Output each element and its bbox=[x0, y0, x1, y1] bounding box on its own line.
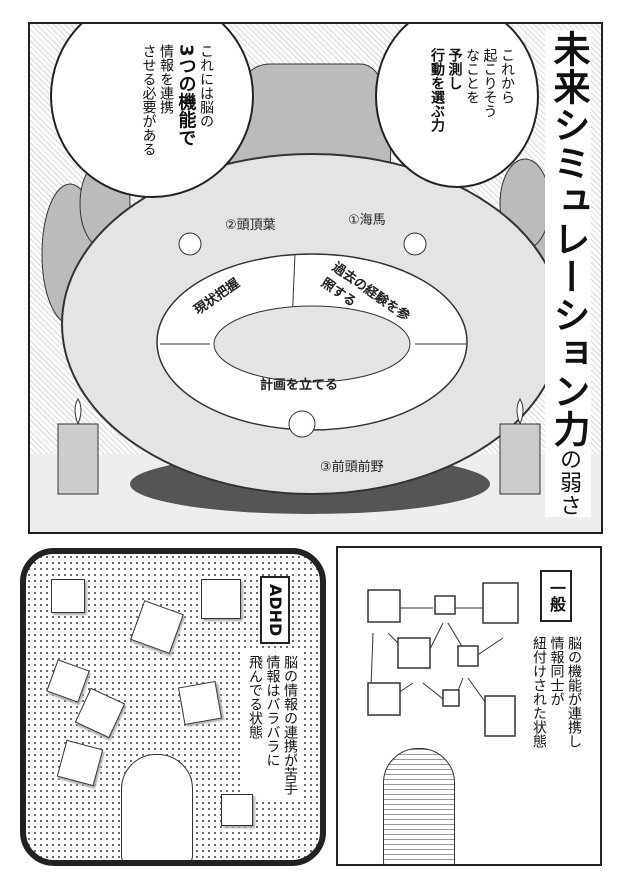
speech-bubble-left: これには脳の 3つの機能で 情報を連携 させる必要がある bbox=[50, 24, 254, 198]
speech-bubble-right: これから 起こりそう なことを 予測し 行動を選ぶ力 bbox=[375, 24, 539, 188]
info-square bbox=[221, 794, 253, 826]
info-square bbox=[130, 600, 184, 654]
person-figure bbox=[383, 748, 455, 864]
title-main: 未来シミュレーション力 bbox=[547, 30, 590, 448]
bubble-right-line: これから bbox=[499, 48, 515, 104]
general-panel: 一般 脳の機能が連携し 情報同士が 紐付けされた状態 bbox=[336, 546, 602, 866]
general-tag: 一般 bbox=[540, 570, 572, 622]
title-suffix: の弱さ bbox=[556, 448, 581, 517]
bubble-left-line: 情報を連携 bbox=[158, 44, 174, 114]
bubble-left-line: させる必要がある bbox=[140, 44, 157, 156]
info-square bbox=[201, 579, 241, 619]
bubble-left-bold-line: 3つの機能で bbox=[175, 44, 197, 147]
label-hippocampus: ①海馬 bbox=[348, 213, 386, 228]
caption-line: 脳の情報の連携が苦手 bbox=[282, 655, 298, 795]
person-figure bbox=[121, 754, 193, 860]
candles bbox=[57, 398, 541, 495]
page-title: 未来シミュレーション力の弱さ bbox=[544, 30, 591, 517]
caption-line: 飛んでる状態 bbox=[247, 655, 263, 739]
info-square bbox=[74, 687, 126, 739]
bubble-right-line: なことを bbox=[464, 48, 480, 104]
adhd-tag: ADHD bbox=[260, 576, 290, 645]
bubble-right-line: 起こりそう bbox=[481, 48, 498, 118]
info-square bbox=[56, 739, 104, 787]
connected-network bbox=[367, 582, 519, 737]
adhd-panel: ADHD 脳の情報の連携が苦手 情報はバラバラに 飛んでる状態 bbox=[20, 548, 326, 866]
caption-line: 情報はバラバラに bbox=[264, 655, 281, 767]
info-square bbox=[46, 659, 90, 703]
small-person bbox=[288, 410, 316, 438]
bubble-left-line: これには脳の bbox=[198, 44, 214, 128]
bubble-right-line: 予測し bbox=[446, 48, 463, 90]
adhd-caption: 脳の情報の連携が苦手 情報はバラバラに 飛んでる状態 bbox=[241, 649, 302, 801]
ring-hole bbox=[213, 305, 411, 383]
caption-line: 脳の機能が連携し bbox=[566, 636, 582, 748]
label-parietal: ②頭頂葉 bbox=[225, 218, 276, 233]
bubble-right-line: 行動を選ぶ力 bbox=[429, 48, 445, 132]
general-caption: 脳の機能が連携し 情報同士が 紐付けされた状態 bbox=[530, 636, 582, 748]
caption-line: 紐付けされた状態 bbox=[531, 636, 547, 748]
top-panel: これには脳の 3つの機能で 情報を連携 させる必要がある これから 起こりそう … bbox=[28, 22, 603, 534]
label-prefrontal: ③前頭前野 bbox=[320, 460, 384, 475]
caption-line: 情報同士が bbox=[548, 636, 565, 706]
info-square bbox=[177, 680, 223, 726]
info-square bbox=[51, 579, 85, 613]
function-plan: 計画を立てる bbox=[260, 378, 339, 393]
